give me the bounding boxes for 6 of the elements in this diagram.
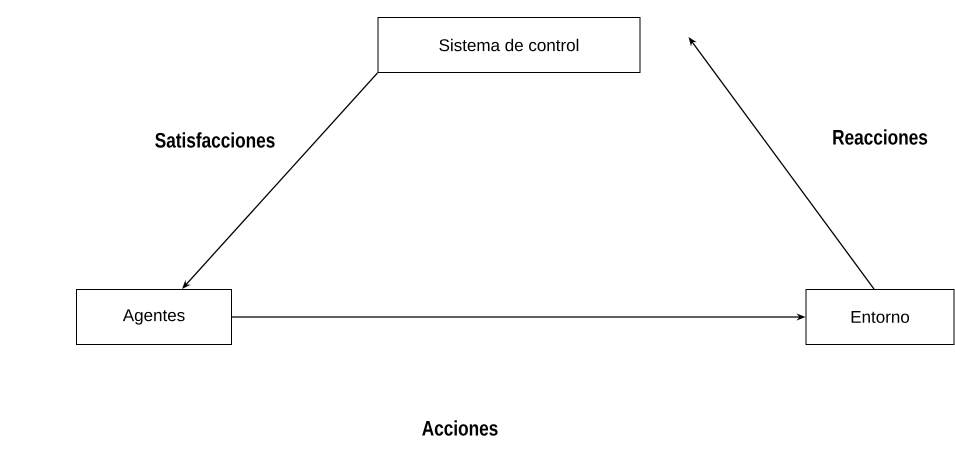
process-box: Agentes: [76, 289, 232, 345]
edge-label: Acciones: [420, 419, 500, 437]
process-box: Sistema de control: [378, 17, 640, 73]
process-box: Entorno: [806, 289, 954, 345]
edge-label: Reacciones: [831, 128, 929, 146]
edge-label: Satisfacciones: [154, 131, 276, 149]
